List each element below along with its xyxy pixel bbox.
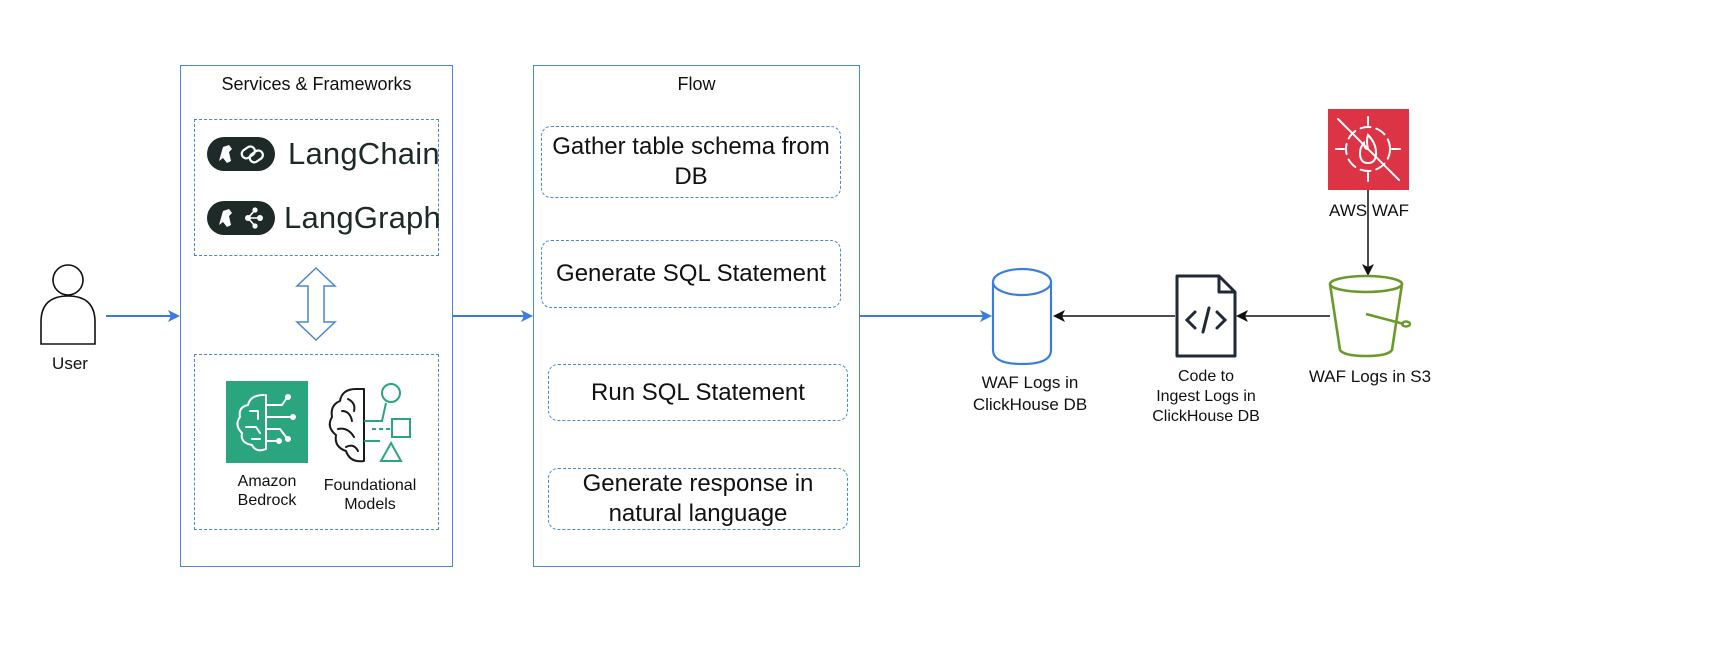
database-icon [991,267,1053,366]
foundational-models-label: Foundational Models [323,477,417,513]
s3-label: WAF Logs in S3 [1308,367,1432,386]
services-frameworks-panel [180,65,453,567]
database-label: WAF Logs in ClickHouse DB [972,373,1088,414]
user-label: User [52,354,88,373]
foundational-models-icon [328,383,411,463]
langchain-logo-icon [207,137,275,171]
bidirectional-arrow-icon [295,266,337,342]
flow-panel [533,65,860,567]
code-file-icon [1175,274,1237,358]
s3-bucket-icon [1328,274,1412,358]
langchain-label: LangChain [288,136,440,171]
services-frameworks-title: Services & Frameworks [221,74,412,94]
flow-step-generate-sql: Generate SQL Statement [541,240,841,308]
aws-waf-label: AWS WAF [1329,201,1409,220]
amazon-bedrock-label: Amazon Bedrock [237,473,297,509]
models-group [194,354,439,530]
code-label: Code to Ingest Logs in ClickHouse DB [1152,368,1260,425]
frameworks-group [194,119,439,256]
flow-step-generate-response: Generate response in natural language [548,468,848,530]
langgraph-label: LangGraph [284,200,441,235]
flow-step-run-sql: Run SQL Statement [548,364,848,421]
flow-step-gather-schema: Gather table schema from DB [541,126,841,198]
langgraph-logo-icon [207,201,275,235]
aws-waf-icon [1328,109,1409,190]
user-icon [40,264,96,345]
amazon-bedrock-icon [226,381,308,463]
flow-title: Flow [677,74,716,94]
